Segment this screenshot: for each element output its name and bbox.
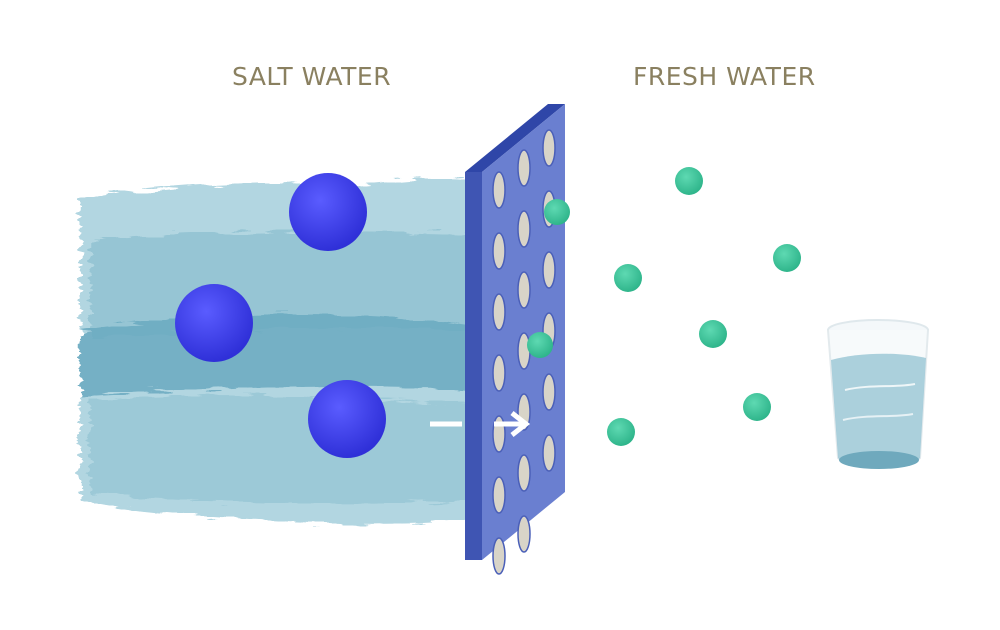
water-particle [614, 264, 642, 292]
membrane-hole [517, 454, 531, 492]
salt-particle [175, 284, 253, 362]
membrane-hole [492, 354, 506, 392]
salt-water-area [80, 178, 470, 524]
membrane-hole [492, 232, 506, 270]
membrane-hole [542, 434, 556, 472]
membrane-hole [542, 129, 556, 167]
membrane [465, 104, 565, 575]
salt-particle [308, 380, 386, 458]
water-particle [773, 244, 801, 272]
membrane-hole [492, 537, 506, 575]
membrane-hole [492, 476, 506, 514]
membrane-holes [492, 129, 556, 575]
membrane-side [465, 172, 482, 560]
water-glass-icon [827, 319, 929, 469]
membrane-hole [517, 332, 531, 370]
membrane-hole [542, 251, 556, 289]
membrane-hole [517, 149, 531, 187]
water-particle [699, 320, 727, 348]
fresh-water-label: FRESH WATER [633, 62, 816, 91]
water-particle [675, 167, 703, 195]
water-particle [544, 199, 570, 225]
membrane-hole [517, 210, 531, 248]
membrane-hole [517, 271, 531, 309]
water-particle [607, 418, 635, 446]
membrane-hole [517, 515, 531, 553]
membrane-hole [492, 293, 506, 331]
membrane-hole [492, 415, 506, 453]
arrow-head [494, 411, 531, 437]
water-particle [743, 393, 771, 421]
membrane-hole [542, 373, 556, 411]
salt-particle [289, 173, 367, 251]
water-particle [527, 332, 553, 358]
salt-water-label: SALT WATER [232, 62, 392, 91]
membrane-hole [492, 171, 506, 209]
